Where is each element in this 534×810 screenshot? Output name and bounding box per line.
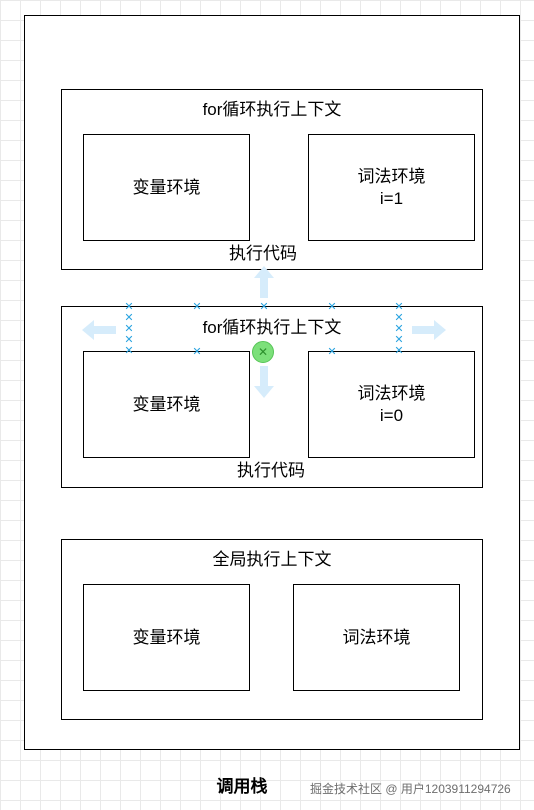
lexical-environment-box[interactable]: 词法环境 i=0 xyxy=(308,351,475,458)
variable-environment-box[interactable]: 变量环境 xyxy=(83,134,250,241)
x-mark-icon[interactable]: ✕ xyxy=(124,300,134,313)
watermark-text: 掘金技术社区 @ 用户1203911294726 xyxy=(310,782,511,796)
variable-environment-label: 变量环境 xyxy=(132,627,201,647)
x-mark-icon[interactable]: ✕ xyxy=(192,300,202,313)
x-mark-icon[interactable]: ✕ xyxy=(192,345,202,358)
x-mark-icon[interactable]: ✕ xyxy=(327,345,337,358)
context-title: for循环执行上下文 xyxy=(202,100,342,119)
x-mark-icon[interactable]: ✕ xyxy=(394,322,404,335)
x-mark-icon[interactable]: ✕ xyxy=(394,300,404,313)
variable-environment-label: 变量环境 xyxy=(132,177,201,197)
lexical-environment-label: 词法环境 xyxy=(342,627,411,647)
lexical-environment-label: 词法环境 xyxy=(357,166,426,186)
context-title: for循环执行上下文 xyxy=(202,318,342,337)
context-title: 全局执行上下文 xyxy=(212,550,332,569)
x-mark-icon[interactable]: ✕ xyxy=(394,344,404,357)
x-mark-icon[interactable]: ✕ xyxy=(124,344,134,357)
x-mark-icon[interactable]: ✕ xyxy=(124,322,134,335)
lexical-environment-box[interactable]: 词法环境 xyxy=(293,584,460,691)
variable-environment-box[interactable]: 变量环境 xyxy=(83,351,250,458)
x-mark-icon[interactable]: ✕ xyxy=(327,300,337,313)
variable-environment-box[interactable]: 变量环境 xyxy=(83,584,250,691)
lexical-environment-value: i=0 xyxy=(379,405,404,425)
x-mark-icon[interactable]: ✕ xyxy=(259,300,269,313)
x-mark-icon[interactable]: ✕ xyxy=(124,333,134,346)
execution-code-label: 执行代码 xyxy=(229,244,297,263)
x-mark-icon[interactable]: ✕ xyxy=(124,311,134,324)
x-mark-icon[interactable]: ✕ xyxy=(394,311,404,324)
call-stack-label: 调用栈 xyxy=(216,777,268,796)
lexical-environment-value: i=1 xyxy=(379,188,404,208)
x-mark-icon[interactable]: ✕ xyxy=(394,333,404,346)
lexical-environment-label: 词法环境 xyxy=(357,383,426,403)
execution-code-label: 执行代码 xyxy=(237,461,305,480)
selection-handle[interactable]: ✕ xyxy=(252,341,274,363)
lexical-environment-box[interactable]: 词法环境 i=1 xyxy=(308,134,475,241)
variable-environment-label: 变量环境 xyxy=(132,394,201,414)
